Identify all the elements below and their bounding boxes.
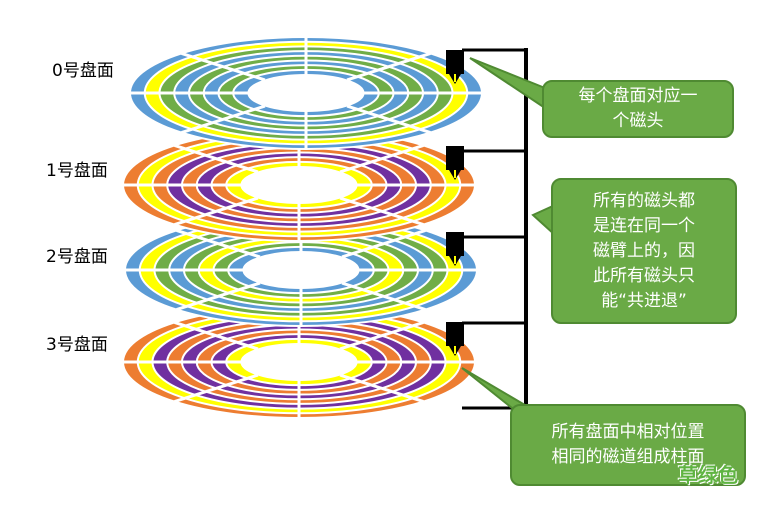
sector-divider [174,373,259,404]
platter-0 [129,36,483,150]
platter-label-2: 2号盘面 [46,247,108,267]
sector-divider [341,228,426,259]
callout-same-arm-line-1: 所有的磁头都 [593,190,695,211]
callout-cylinder-line-2: 相同的磁道组成柱面 [551,447,705,467]
callout-same-arm: 所有的磁头都 是连在同一个 磁臂上的，因 此所有磁头只 能“共进退” [551,178,737,324]
read-write-head-2 [446,232,464,266]
platter-2 [124,213,478,327]
pointer-cylinder [461,367,534,409]
platter-label-1: 1号盘面 [46,161,108,181]
watermark: 草绿色 [678,463,738,487]
callout-one-head-line-2: 个磁头 [612,111,664,131]
platters [122,36,483,419]
read-write-head-0 [446,50,464,84]
sector-divider [174,143,259,174]
platter-1 [122,128,476,242]
spindle-hole [240,166,358,204]
platter-3 [122,305,476,419]
sector-divider [341,281,426,312]
callout-cylinder-line-1: 所有盘面中相对位置 [551,422,705,442]
read-write-head-3 [446,322,464,356]
read-write-heads [446,50,464,356]
callout-same-arm-line-2: 是连在同一个 [593,215,695,236]
sector-divider [339,373,424,404]
callout-one-head-line-1: 每个盘面对应一 [578,86,698,106]
sector-divider [181,51,266,82]
spindle-hole [247,74,365,112]
spindle-hole [242,251,360,289]
spindle-hole [240,343,358,381]
callout-cylinder: 所有盘面中相对位置 相同的磁道组成柱面 [510,404,746,486]
platter-label-3: 3号盘面 [46,335,108,355]
callout-same-arm-line-3: 磁臂上的，因 [593,240,695,261]
sector-divider [176,228,261,259]
sector-divider [346,51,431,82]
read-write-head-1 [446,146,464,180]
sector-divider [339,320,424,351]
sector-divider [346,104,431,135]
platter-label-0: 0号盘面 [52,61,114,81]
callout-same-arm-line-4: 此所有磁头只 [593,265,695,286]
sector-divider [176,281,261,312]
sector-divider [339,143,424,174]
callout-one-head: 每个盘面对应一 个磁头 [542,80,734,138]
sector-divider [174,320,259,351]
sector-divider [181,104,266,135]
callout-same-arm-line-5: 能“共进退” [601,290,687,311]
sector-divider [339,196,424,227]
sector-divider [174,196,259,227]
